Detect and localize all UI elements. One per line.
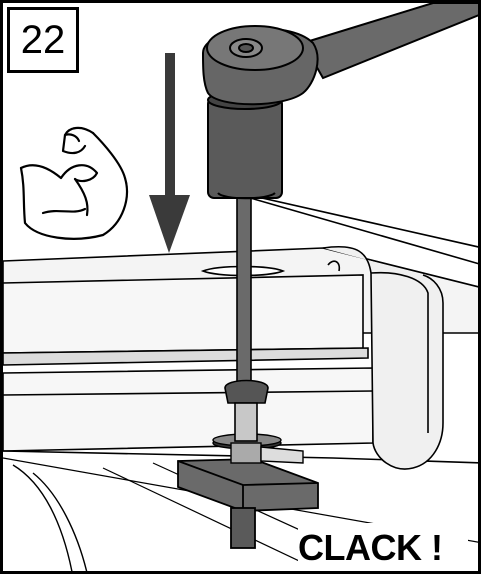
wrench-shaft bbox=[224, 197, 269, 442]
roof-rack-illustration bbox=[3, 3, 478, 571]
sound-effect-label: CLACK ! bbox=[298, 523, 468, 571]
torque-wrench-icon bbox=[201, 3, 478, 200]
down-arrow-icon bbox=[149, 53, 190, 253]
step-number: 22 bbox=[7, 7, 79, 73]
t-slot-adapter bbox=[177, 458, 319, 549]
flexed-arm-icon bbox=[19, 126, 129, 240]
lock-washer bbox=[212, 433, 304, 464]
rack-profile bbox=[3, 187, 478, 571]
